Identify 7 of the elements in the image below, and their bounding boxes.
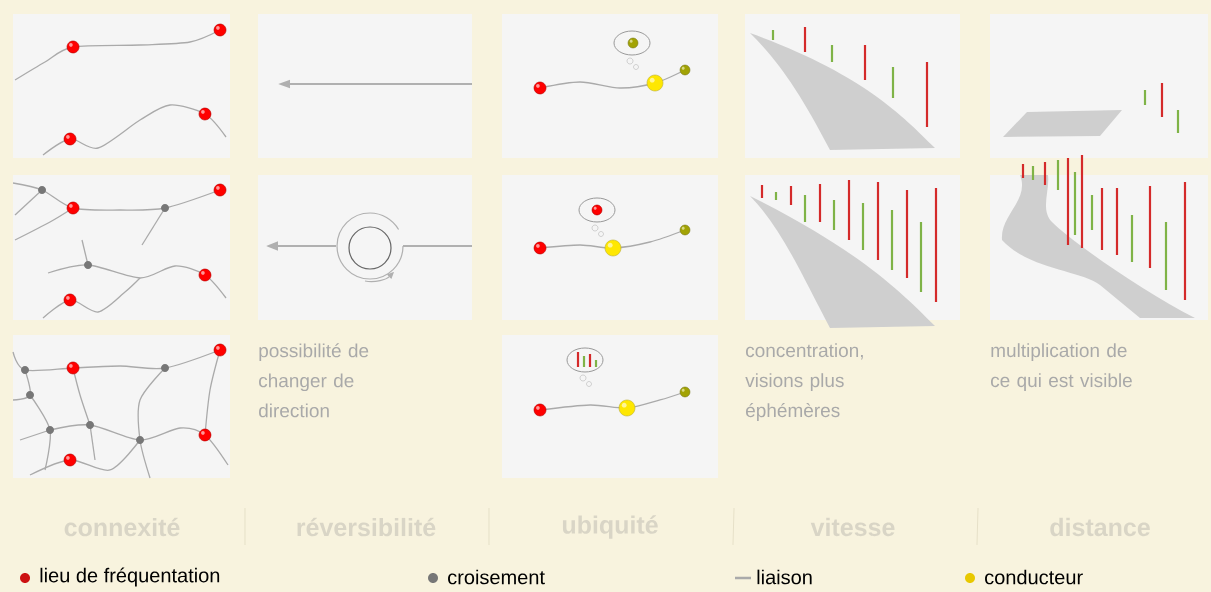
legend-text: croisement — [448, 569, 545, 585]
legend-text: liaison — [757, 569, 812, 585]
legend-text: lieu de fréquentation — [40, 567, 220, 587]
note-text: multiplication de ce qui est visible — [991, 343, 1132, 391]
note-text: concentration, visions plus éphémères — [745, 343, 863, 421]
note-text: possibilité de changer de direction — [259, 343, 369, 418]
legend-text: conducteur — [985, 569, 1083, 585]
